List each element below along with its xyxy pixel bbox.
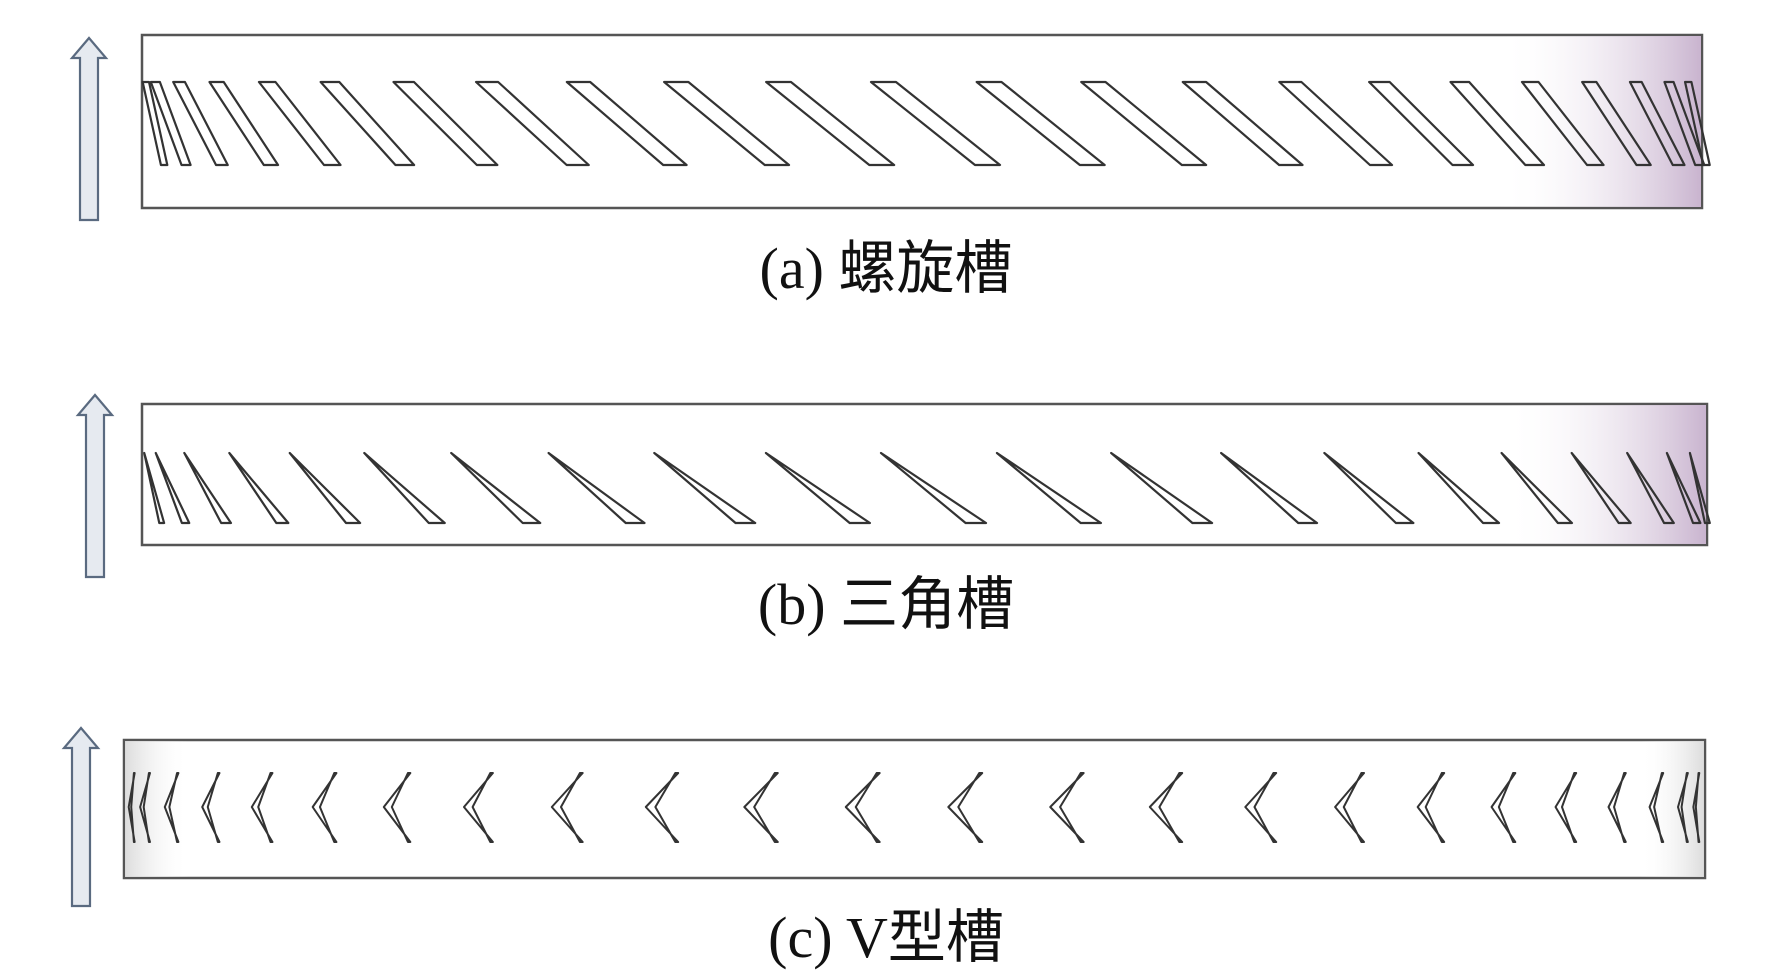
triangle-groove: [1323, 451, 1415, 525]
v-groove: [1334, 772, 1366, 843]
panel-c-shading: [125, 741, 1704, 877]
v-groove: [201, 772, 221, 843]
v-groove: [1607, 772, 1627, 843]
helical-groove: [319, 80, 416, 167]
helical-groove: [208, 80, 280, 167]
v-groove: [1244, 772, 1278, 843]
panel-a-grooves: [141, 80, 1711, 167]
v-groove: [550, 772, 584, 843]
triangle-groove: [143, 451, 166, 525]
helical-groove: [1368, 80, 1475, 167]
helical-groove: [257, 80, 342, 167]
triangle-groove: [1688, 451, 1711, 525]
helical-groove: [975, 80, 1106, 167]
panel-b-triangle-groove: [75, 393, 1711, 579]
panel-b-caption-name: 三角槽: [840, 572, 1015, 637]
v-groove: [1554, 772, 1578, 843]
helical-groove: [149, 80, 192, 167]
triangle-groove: [1570, 451, 1632, 525]
helical-groove: [565, 80, 688, 167]
helical-groove: [172, 80, 229, 167]
triangle-groove: [1665, 451, 1702, 525]
panel-c-direction-arrow-icon: [61, 726, 101, 908]
v-groove: [462, 772, 494, 843]
panel-a-caption-name: 螺旋槽: [838, 236, 1013, 301]
triangle-groove: [1500, 451, 1574, 525]
panel-b-ring-band: [140, 402, 1709, 547]
helical-groove: [1520, 80, 1605, 167]
up-arrow-shape: [61, 726, 101, 908]
panel-a-caption-label: (a): [759, 236, 824, 301]
triangle-groove: [1110, 451, 1214, 525]
helical-groove: [1080, 80, 1208, 167]
helical-groove: [1683, 80, 1711, 167]
up-arrow-shape: [69, 36, 109, 222]
triangle-groove: [228, 451, 290, 525]
v-groove: [139, 772, 151, 843]
v-groove: [1648, 772, 1665, 843]
helical-groove: [474, 80, 590, 167]
helical-groove: [1181, 80, 1304, 167]
v-groove: [127, 772, 136, 843]
triangle-groove: [764, 451, 871, 525]
triangle-groove: [1417, 451, 1501, 525]
helical-groove: [1581, 80, 1652, 167]
triangle-groove: [363, 451, 446, 525]
panel-a-helical-groove: [69, 33, 1711, 222]
v-groove: [163, 772, 180, 843]
triangle-groove: [450, 451, 542, 525]
helical-groove: [663, 80, 791, 167]
v-groove: [1148, 772, 1184, 843]
helical-groove: [1449, 80, 1546, 167]
v-groove: [1692, 772, 1701, 843]
triangle-groove: [154, 451, 191, 525]
triangle-groove: [183, 451, 233, 525]
v-groove: [1490, 772, 1517, 843]
v-groove: [382, 772, 412, 843]
v-groove: [1049, 772, 1085, 843]
triangle-groove: [879, 451, 988, 525]
helical-groove: [765, 80, 896, 167]
v-groove: [1416, 772, 1446, 843]
panel-a-caption: (a) 螺旋槽: [0, 236, 1772, 302]
triangle-groove: [1220, 451, 1319, 525]
v-groove: [947, 772, 984, 843]
v-groove: [250, 772, 274, 843]
triangle-groove: [653, 451, 757, 525]
triangle-groove: [547, 451, 646, 525]
v-groove: [1677, 772, 1689, 843]
panel-c-caption: (c) V型槽: [0, 905, 1772, 971]
helical-groove: [1278, 80, 1394, 167]
panel-c-v-groove: [61, 726, 1707, 908]
panel-b-caption-label: (b): [757, 572, 826, 637]
triangle-groove: [288, 451, 362, 525]
panel-a-shading: [1500, 36, 1701, 207]
triangle-groove: [1626, 451, 1675, 525]
panel-b-direction-arrow-icon: [75, 393, 115, 579]
up-arrow-shape: [75, 393, 115, 579]
panel-c-caption-label: (c): [768, 905, 833, 970]
triangle-groove: [995, 451, 1103, 525]
helical-groove: [1628, 80, 1686, 167]
panel-a-direction-arrow-icon: [69, 36, 109, 222]
panel-c-grooves: [127, 772, 1701, 843]
v-groove: [844, 772, 881, 843]
v-groove: [743, 772, 779, 843]
helical-groove: [392, 80, 499, 167]
helical-groove: [141, 80, 169, 167]
v-groove: [644, 772, 680, 843]
panel-c-caption-name: V型槽: [845, 905, 1004, 970]
panel-b-caption: (b) 三角槽: [0, 572, 1772, 638]
helical-groove: [869, 80, 1002, 167]
v-groove: [311, 772, 338, 843]
panel-b-grooves: [143, 451, 1711, 525]
